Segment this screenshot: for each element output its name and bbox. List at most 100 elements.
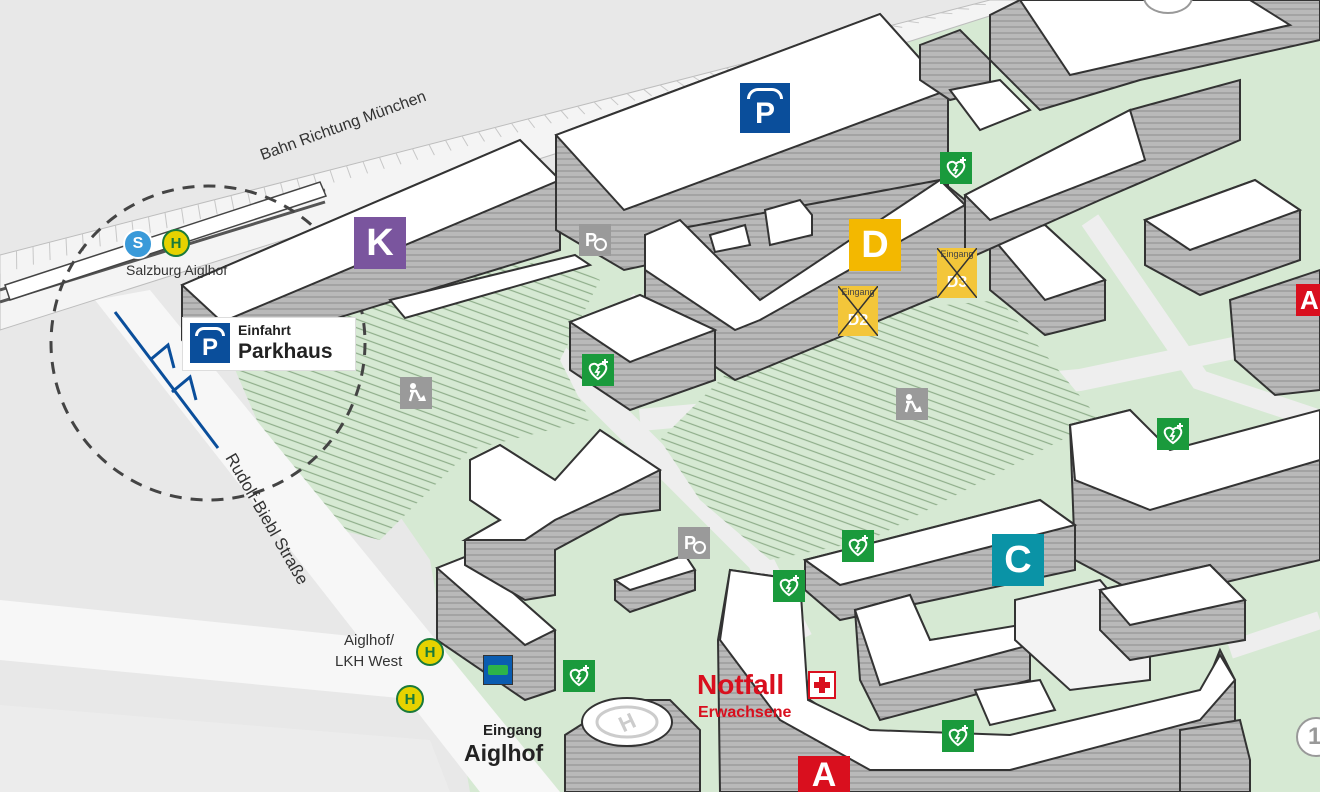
building-small <box>919 28 1032 132</box>
parking-letter: P <box>754 97 775 130</box>
cross-icon <box>937 248 977 298</box>
rail-tick <box>65 237 68 256</box>
rail-tick <box>676 80 686 88</box>
rail-tick <box>610 97 619 106</box>
building-c-tile[interactable]: C <box>992 534 1044 586</box>
rail-tick <box>923 16 936 19</box>
rail-tick <box>544 114 552 124</box>
route-chevron <box>171 374 198 401</box>
rail-tick <box>329 169 335 183</box>
campus-road <box>1081 214 1320 430</box>
entrance-d2-closed: Eingang D2 <box>838 286 878 336</box>
rail-tick <box>890 25 903 28</box>
rail-tick <box>643 88 652 97</box>
building-a-tile[interactable]: A <box>798 756 850 792</box>
bus-stop-badge: H <box>162 229 190 257</box>
emergency-subtitle: Erwachsene <box>698 704 792 721</box>
accessible-parking-icon: P <box>579 224 611 256</box>
stop-label-lkh-west-2: LKH West <box>335 653 403 670</box>
rail-tick <box>527 118 536 129</box>
building-a-tile-right[interactable]: A <box>1296 284 1320 316</box>
red-cross-icon <box>808 671 836 699</box>
rail-tick <box>445 140 452 151</box>
building-a <box>716 568 1237 792</box>
rail-tick <box>164 212 168 229</box>
aed-icon <box>940 152 972 184</box>
building-top-right <box>963 78 1241 262</box>
accessible-parking-icon: P <box>678 527 710 559</box>
building-annex <box>763 198 813 247</box>
building-a-lower <box>1179 718 1251 792</box>
stop-label-lkh-west-1: Aiglhof/ <box>344 632 395 649</box>
rail-tick <box>511 122 519 133</box>
rail-tick <box>230 195 235 210</box>
entrance-label-1: Eingang <box>483 722 543 739</box>
road-rudolf-biebl <box>95 290 560 792</box>
rail-tick <box>560 110 569 119</box>
accessible-parking-letter: P <box>584 229 597 250</box>
aed-icon <box>582 354 614 386</box>
road-lower-left <box>0 600 420 700</box>
s-bahn-badge: S <box>123 229 153 259</box>
route-chevron <box>149 342 176 369</box>
aed-icon <box>842 530 874 562</box>
rail-tick <box>148 216 151 233</box>
aed-icon <box>942 720 974 752</box>
rail-tick <box>626 93 636 101</box>
rail-tick <box>362 161 369 174</box>
building-c-wing <box>973 678 1057 727</box>
rail-tick <box>494 127 502 138</box>
rail-tick <box>428 144 435 156</box>
building-x-shaped <box>461 428 662 602</box>
parking-garage-icon: P <box>740 83 790 133</box>
aed-icon <box>773 570 805 602</box>
parking-sign-icon <box>483 655 513 685</box>
construction-icon <box>896 388 928 420</box>
road-left-bottom <box>0 705 450 792</box>
entrance-d3-small-label: Eingang <box>940 249 974 259</box>
parking-icon: P <box>190 323 230 363</box>
helipad: H <box>564 697 701 792</box>
construction-icon <box>400 377 432 409</box>
parking-ramp <box>388 253 593 320</box>
accessible-parking-letter: P <box>683 532 696 553</box>
rail-tick <box>461 135 469 147</box>
rail-tick <box>49 242 51 261</box>
rail-tick <box>115 225 118 242</box>
station-label-aiglhof: Salzburg Aiglhof <box>126 262 228 278</box>
rail-tick <box>197 203 201 220</box>
building-a-letter: A <box>1300 284 1319 315</box>
parking-roof-icon <box>195 327 225 336</box>
wheelchair-icon <box>693 541 706 554</box>
building-k-tile[interactable]: K <box>354 217 406 269</box>
building-d-tile[interactable]: D <box>849 219 901 271</box>
cross-icon <box>838 286 878 336</box>
parking-sign-bar <box>488 665 508 675</box>
rail-tick <box>593 101 602 110</box>
parking-letter: P <box>201 334 218 361</box>
parkhaus-label: Parkhaus <box>238 340 333 363</box>
rail-tick <box>478 131 485 142</box>
aed-icon <box>1157 418 1189 450</box>
building-right-lower <box>1098 563 1248 662</box>
rail-tick <box>956 8 970 10</box>
rail-tick <box>940 12 953 15</box>
rail-tick <box>379 157 385 170</box>
campus-road <box>1227 611 1320 659</box>
building-right <box>1142 178 1303 297</box>
walking-radius <box>49 184 367 502</box>
entrance-label-2: Aiglhof <box>464 740 544 766</box>
bus-stop-badge: H <box>396 685 424 713</box>
wheelchair-icon <box>594 238 607 251</box>
rail-tick <box>907 20 920 24</box>
parking-roof-icon <box>747 88 783 99</box>
rail-tick <box>181 208 185 224</box>
rail-tick <box>214 199 218 215</box>
route-arrow <box>113 311 220 449</box>
rail-tick <box>659 84 669 92</box>
rail-tick <box>346 165 352 179</box>
aed-icon <box>563 660 595 692</box>
entrance-d2-small-label: Eingang <box>841 287 875 297</box>
